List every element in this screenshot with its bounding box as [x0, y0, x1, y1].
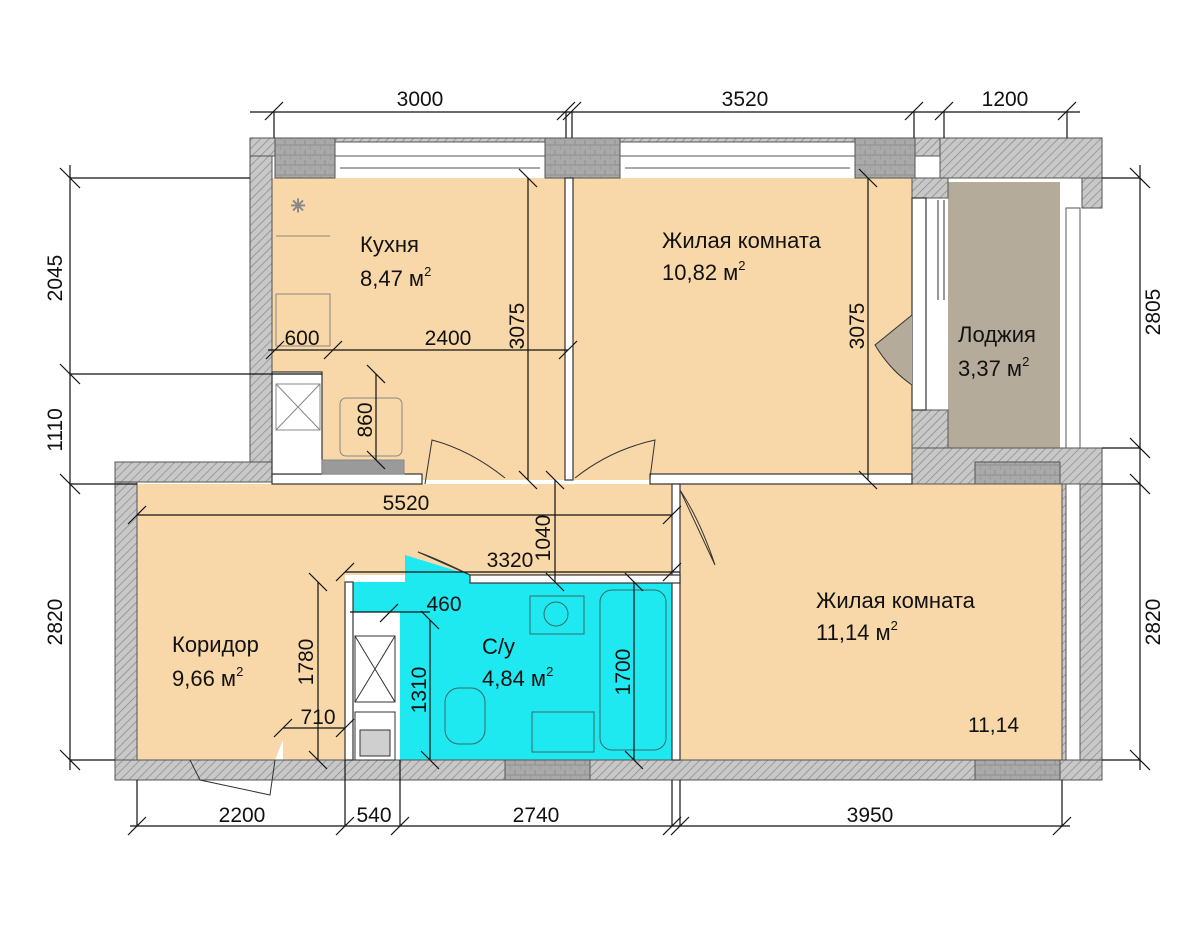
bathroom-fixtures	[354, 589, 667, 761]
loggia-partition	[911, 197, 927, 411]
dim-top-living: 3520	[722, 88, 769, 111]
bathroom-door	[417, 551, 471, 576]
toilet	[444, 687, 486, 745]
dim-door-1040: 1040	[532, 515, 555, 562]
columns	[274, 137, 1061, 781]
loggia-floor	[948, 182, 1060, 448]
dim-corridor-710: 710	[300, 706, 335, 729]
entrance-door	[189, 759, 276, 796]
dim-bottom-540: 540	[356, 804, 391, 827]
doors	[189, 200, 945, 796]
living1-name: Жилая комната	[662, 228, 822, 253]
living1-window	[619, 141, 856, 157]
dim-kitchen-600: 600	[284, 327, 319, 350]
dim-left-upper: 2045	[44, 255, 67, 302]
living1-area: 10,82 м2	[662, 258, 746, 285]
dim-kitchen-860: 860	[354, 402, 377, 437]
kitchen-name: Кухня	[360, 232, 419, 257]
corridor-area: 9,66 м2	[172, 664, 243, 691]
living1-bottom-partition	[649, 473, 913, 485]
living2-area: 11,14 м2	[816, 618, 898, 645]
dim-living1-depth: 3075	[846, 303, 869, 350]
bath-left-partition	[344, 581, 354, 761]
dim-bath-1700: 1700	[612, 649, 635, 696]
kitchen-area: 8,47 м2	[360, 264, 431, 291]
living1-door	[574, 439, 656, 479]
dim-corridor-5520: 5520	[383, 492, 430, 515]
loggia-right-wall	[1081, 177, 1103, 209]
corridor-floor	[137, 484, 672, 760]
living2-left-partition	[671, 483, 681, 761]
left-step-wall	[114, 461, 276, 483]
dim-left-lower: 2820	[44, 599, 67, 646]
dim-bath-1780: 1780	[295, 639, 318, 686]
dim-bath-460: 460	[426, 593, 461, 616]
dim-bottom-3950: 3950	[847, 804, 894, 827]
dim-kitchen-depth: 3075	[506, 303, 529, 350]
kitchen-living-partition	[564, 177, 574, 481]
top-right-wall	[939, 137, 1103, 179]
living2-area-note: 11,14	[968, 714, 1019, 737]
living-room-2-floor	[680, 484, 1062, 760]
dim-top-loggia: 1200	[982, 88, 1029, 111]
bath-top-partition	[469, 574, 681, 584]
living2-door	[679, 489, 716, 566]
room-labels: Кухня 8,47 м2 Жилая комната 10,82 м2 Лод…	[172, 228, 1036, 737]
living-room-1-floor	[573, 178, 912, 480]
loggia-name: Лоджия	[958, 322, 1036, 347]
washbasin	[531, 711, 595, 753]
dim-bath-1310: 1310	[408, 667, 431, 714]
windows	[334, 141, 1081, 761]
bathroom-area: 4,84 м2	[482, 664, 553, 691]
kitchen-fixtures: ✳	[275, 196, 405, 475]
kitchen-door	[424, 439, 506, 485]
kitchen-window	[334, 141, 546, 157]
loggia-left-wall	[911, 177, 949, 199]
loggia-door	[874, 314, 913, 386]
corridor-name: Коридор	[172, 632, 259, 657]
dim-bottom-2740: 2740	[513, 804, 560, 827]
partitions	[271, 177, 927, 761]
dimension-lines	[59, 101, 1151, 836]
kitchen-left-wall	[249, 155, 273, 475]
kitchen-bottom-partition	[271, 473, 423, 485]
bathroom-name: С/у	[482, 634, 515, 659]
loggia-area: 3,37 м2	[958, 354, 1029, 381]
room-fills	[137, 178, 1062, 760]
stove	[275, 293, 331, 347]
svg-text:✳: ✳	[290, 196, 305, 216]
living2-window	[1065, 483, 1081, 761]
kitchen-sink	[339, 397, 403, 457]
dim-bath-3320: 3320	[487, 549, 534, 572]
dim-top-kitchen: 3000	[397, 88, 444, 111]
dimension-labels: 3000 3520 1200 2045 1110 2820 2805 2820 …	[44, 88, 1165, 827]
left-lower-wall	[114, 461, 138, 781]
dim-kitchen-2400: 2400	[425, 327, 472, 350]
loggia-window	[1065, 207, 1081, 449]
kitchen-counter	[321, 459, 405, 475]
dim-right-lower: 2820	[1142, 599, 1165, 646]
living2-name: Жилая комната	[816, 588, 976, 613]
washing-machine	[543, 601, 569, 627]
dim-right-upper: 2805	[1142, 289, 1165, 336]
dim-bottom-2200: 2200	[219, 804, 266, 827]
bottom-wall	[114, 759, 1103, 781]
kitchen-floor	[272, 178, 568, 480]
dim-left-middle: 1110	[44, 408, 67, 452]
bathtub	[599, 589, 667, 751]
